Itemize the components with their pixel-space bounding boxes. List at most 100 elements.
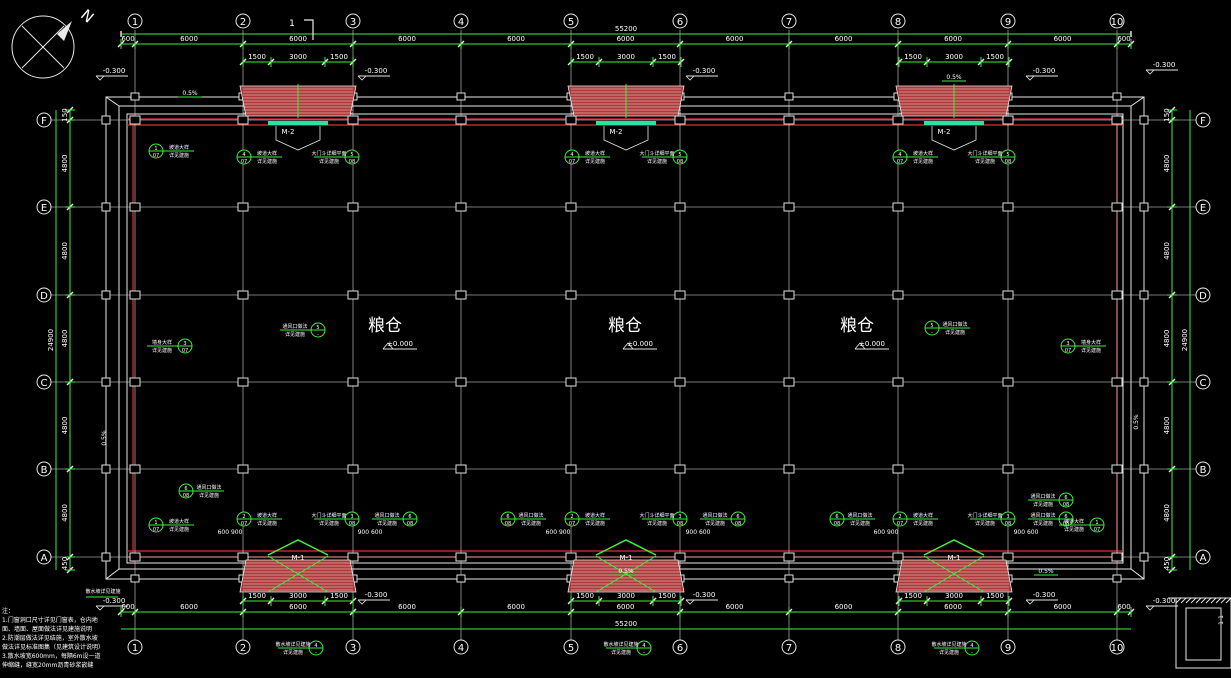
callout-vent-mid-r-num: 5 <box>930 323 933 329</box>
pilaster <box>1139 290 1149 300</box>
north-arrow-line <box>21 25 65 69</box>
left-dim-label: 4800 <box>61 504 69 522</box>
axis-bubble-right-F <box>1195 112 1211 128</box>
note-line-5: 3.散水坡宽600mm，每隔6m设一道 <box>2 652 101 660</box>
column <box>674 290 686 300</box>
axis-bubble-bottom-3 <box>345 639 361 655</box>
detail-hatch <box>1225 597 1231 604</box>
callout-door-top-subtext: 详见建施 <box>975 158 995 165</box>
top-dim-label: 600 <box>1117 35 1130 43</box>
callout-slope-bottom-num: 4 <box>314 643 317 649</box>
callout-vent-right-text: 通风口做法 <box>1030 493 1055 500</box>
right-total-label: 24900 <box>1181 329 1189 351</box>
axis-bubble-bottom-7 <box>781 639 797 655</box>
elevation-label: -0.300 <box>365 67 388 75</box>
callout-vent-mid-b2-text: 通风口做法 <box>847 512 872 519</box>
left-total-label: 24900 <box>47 329 55 351</box>
callout-ramp-top-num: 4 <box>898 152 901 158</box>
axis-bubble-bottom-4 <box>453 639 469 655</box>
column <box>1002 377 1014 387</box>
column <box>455 115 467 125</box>
outer-wall-line <box>118 105 1132 570</box>
callout-ramp-bottom-text: 坡道大样 <box>585 512 605 519</box>
axis-label-left-C: C <box>41 378 48 389</box>
column <box>347 290 359 300</box>
column <box>455 290 467 300</box>
ramp-diag <box>595 555 657 593</box>
door-swing <box>595 539 657 556</box>
bottom-ramp <box>567 539 685 593</box>
column <box>1111 290 1123 300</box>
right-dim-label: 150 <box>1163 108 1171 121</box>
elev-triangle <box>685 75 695 81</box>
callout-vent-mid-text: 通风口做法 <box>282 323 307 330</box>
column <box>783 290 795 300</box>
callout-vent-mid-b2-sheet: 08 <box>834 521 840 527</box>
right-dim-label: 450 <box>1163 557 1171 570</box>
callout-ramp-top-text: 坡道大样 <box>913 150 933 157</box>
column <box>129 552 141 562</box>
axis-label-top-4: 4 <box>458 17 464 28</box>
axis-label-right-E: E <box>1200 203 1206 214</box>
callout-door-bottom-sheet: 08 <box>677 521 683 527</box>
column <box>783 552 795 562</box>
callout-vent-sheet: 08 <box>407 521 413 527</box>
detail-hatch <box>1205 597 1212 604</box>
callout-ramp-bottom-num: 2 <box>570 514 573 520</box>
elevation-label: -0.300 <box>1153 597 1176 605</box>
detail-hatch <box>1220 597 1227 604</box>
callout-vent-text: 通风口做法 <box>702 512 727 519</box>
axis-label-top-5: 5 <box>568 17 574 28</box>
pilaster <box>101 202 111 212</box>
column <box>674 377 686 387</box>
door-dim-top-label: 1500 <box>904 53 922 61</box>
column <box>1111 464 1123 474</box>
detail-box <box>1175 597 1231 669</box>
window-dim-right: 900 600 <box>686 529 711 536</box>
door-opening-top <box>268 121 328 125</box>
axis-bubble-top-9 <box>1000 13 1016 29</box>
callout-slope-bottom-num: 4 <box>642 643 645 649</box>
axis-bubble-bottom-9 <box>1000 639 1016 655</box>
callout-slope-bottom-text: 散水坡详见建施 <box>275 641 310 648</box>
callout-door-top-sheet: 08 <box>677 159 683 165</box>
column <box>347 552 359 562</box>
callout-door-top-num: 5 <box>678 152 681 158</box>
callout-ramp-top-subtext: 详见建施 <box>257 158 277 165</box>
north-letter: N <box>77 6 97 27</box>
bottom-dim-label: 6000 <box>507 603 525 611</box>
column <box>1002 464 1014 474</box>
axis-label-left-D: D <box>40 291 48 302</box>
axis-bubble-top-8 <box>890 13 906 29</box>
door-dim-bottom-label: 1500 <box>904 592 922 600</box>
floor-level-3: ±0.000 <box>859 340 885 348</box>
detail-hatch <box>1185 597 1192 604</box>
axis-label-bottom-9: 9 <box>1005 643 1011 654</box>
callout-ramp-bottom-sheet: 07 <box>897 521 903 527</box>
column <box>892 202 904 212</box>
callout-vent-left-subtext: 详见建施 <box>199 492 219 499</box>
pilaster <box>1139 115 1149 125</box>
pilaster <box>784 574 794 583</box>
callout-slope-bottom-subtext: 详见建施 <box>939 649 959 656</box>
door-dim-bottom-label: 1500 <box>986 592 1004 600</box>
pilaster <box>1112 574 1122 583</box>
callout-vent-mid-subtext: 详见建施 <box>285 331 305 338</box>
ramp-diag <box>923 555 985 593</box>
callout-vent-sheet: 08 <box>735 521 741 527</box>
bottom-dim-label: 600 <box>121 603 134 611</box>
elev-triangle <box>685 599 695 605</box>
axis-label-right-C: C <box>1200 378 1207 389</box>
callout-ramp-top-sheet: 07 <box>897 159 903 165</box>
callout-door-bottom-sheet: 08 <box>1005 521 1011 527</box>
pilaster <box>456 574 466 583</box>
callout-door-bottom-text: 大门斗详细平面 <box>967 512 1002 519</box>
column <box>1111 202 1123 212</box>
door-label-bottom: M-1 <box>291 554 304 562</box>
callout-vent-subtext: 详见建施 <box>1033 520 1053 527</box>
callout-vent-left-sheet: 08 <box>183 493 189 499</box>
axis-bubble-top-4 <box>453 13 469 29</box>
door-dim-top-label: 1500 <box>658 53 676 61</box>
room-label-2: 粮仓 <box>608 316 642 336</box>
column <box>237 464 249 474</box>
